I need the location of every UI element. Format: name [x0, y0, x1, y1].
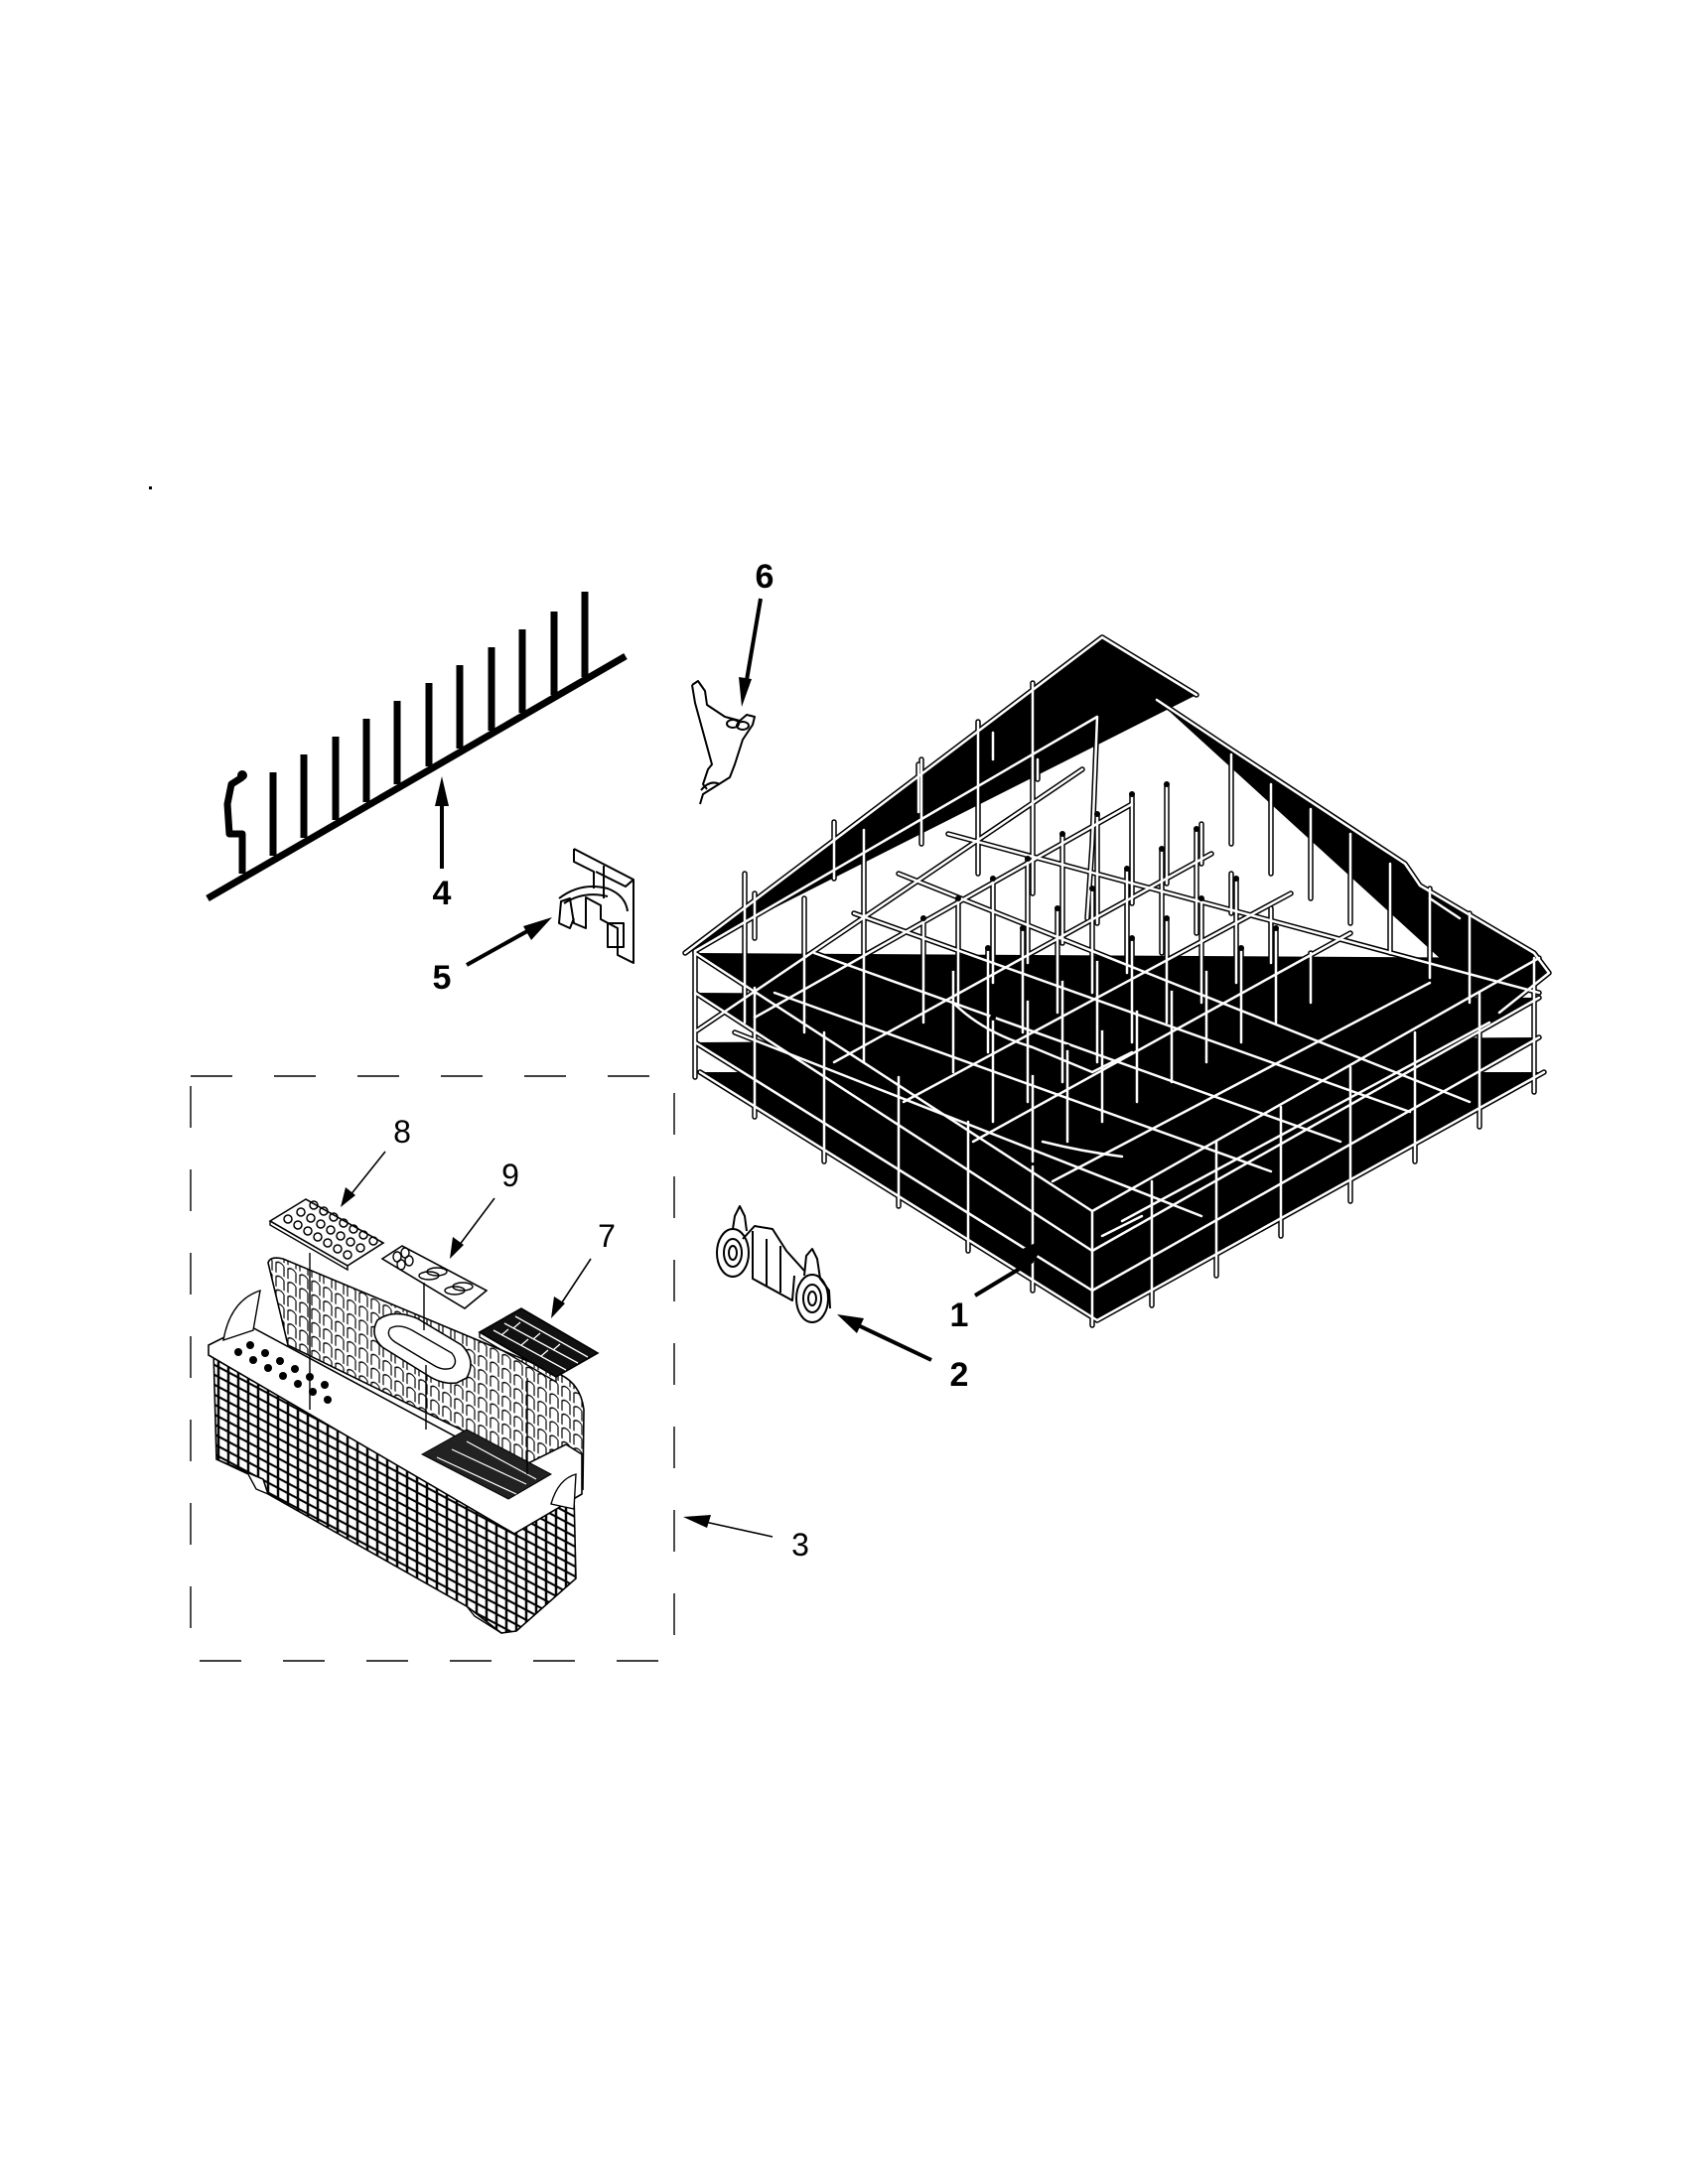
leader-arrow-5	[466, 917, 552, 967]
callout-3: 3	[791, 1527, 809, 1563]
basket-group-box	[190, 1075, 675, 1662]
callout-8: 8	[393, 1114, 411, 1150]
silverware-basket-part-3	[208, 1257, 585, 1634]
retainer-clip-part-6	[691, 680, 756, 805]
basket-lid-part-9	[380, 1245, 489, 1430]
leader-arrow-9	[450, 1197, 495, 1259]
callout-7: 7	[598, 1218, 616, 1254]
callout-5: 5	[432, 959, 452, 997]
callout-1: 1	[949, 1297, 969, 1334]
leader-arrow-4	[435, 776, 449, 869]
callout-9: 9	[501, 1158, 519, 1193]
basket-lid-part-7	[478, 1307, 600, 1474]
tine-row-part-4	[206, 592, 628, 902]
stray-mark	[149, 486, 152, 489]
leader-arrow-2	[837, 1314, 932, 1362]
leader-arrow-1	[973, 1236, 1051, 1297]
dishrack-part-1	[685, 637, 1549, 1325]
basket-lid-part-8	[268, 1198, 385, 1410]
leader-arrow-6	[739, 598, 763, 707]
roller-part-2	[716, 1205, 831, 1323]
leader-arrow-3	[683, 1515, 774, 1538]
tine-clip-part-5	[558, 848, 634, 964]
callout-2: 2	[949, 1356, 969, 1394]
callout-6: 6	[755, 558, 774, 596]
leader-arrow-8	[341, 1151, 386, 1207]
callout-4: 4	[432, 875, 452, 912]
leader-arrow-7	[551, 1258, 592, 1318]
